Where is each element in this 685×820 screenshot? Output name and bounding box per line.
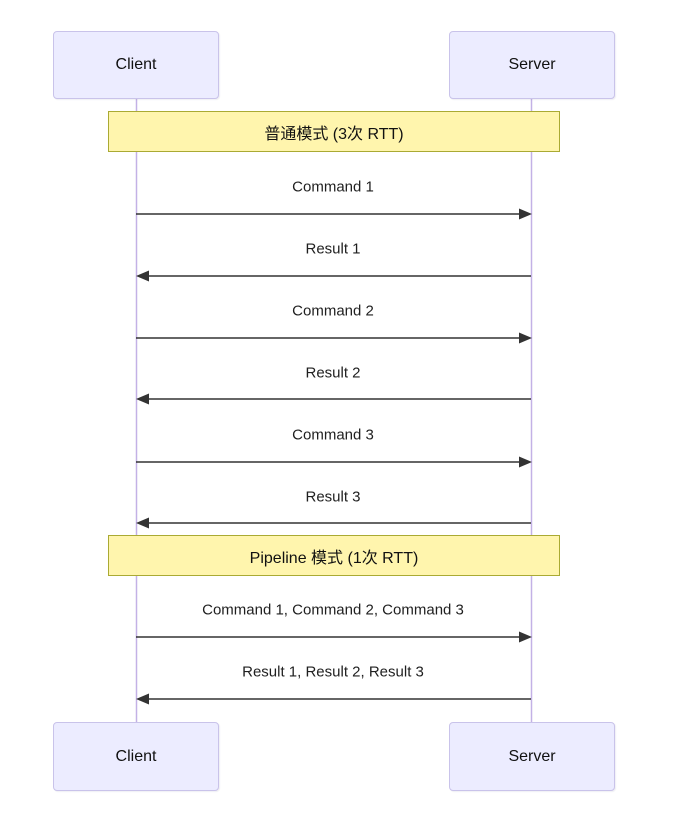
actor-label-client-top: Client <box>115 56 157 73</box>
actor-box-client-bottom: Client <box>53 722 219 791</box>
arrow-pipelined-results <box>136 693 531 705</box>
actor-box-server-bottom: Server <box>449 722 615 791</box>
note-pipeline-mode-label: Pipeline 模式 (1次 RTT) <box>249 549 419 567</box>
arrow-pipelined-commands <box>136 631 532 643</box>
message-label-command-2: Command 2 <box>292 302 374 320</box>
arrow-command-2 <box>136 332 532 344</box>
arrow-command-1 <box>136 208 532 220</box>
actor-box-client-top: Client <box>53 31 219 99</box>
message-label-command-1: Command 1 <box>292 178 374 196</box>
message-label-pipelined-commands: Command 1, Command 2, Command 3 <box>202 601 464 619</box>
message-label-result-3: Result 3 <box>305 488 361 506</box>
actor-label-server-bottom: Server <box>508 747 556 765</box>
note-normal-mode: 普通模式 (3次 RTT) <box>108 111 560 152</box>
actor-label-client-bottom: Client <box>115 747 157 765</box>
message-label-result-2: Result 2 <box>305 364 361 382</box>
arrow-result-3 <box>136 517 531 529</box>
message-label-command-3: Command 3 <box>292 426 374 444</box>
actor-box-server-top: Server <box>449 31 615 99</box>
actor-label-server-top: Server <box>508 56 556 73</box>
arrow-result-2 <box>136 393 531 405</box>
message-label-pipelined-results: Result 1, Result 2, Result 3 <box>242 663 424 681</box>
note-normal-mode-label: 普通模式 (3次 RTT) <box>264 125 404 143</box>
message-label-result-1: Result 1 <box>305 240 361 258</box>
note-pipeline-mode: Pipeline 模式 (1次 RTT) <box>108 535 560 576</box>
arrow-result-1 <box>136 270 531 282</box>
arrow-command-3 <box>136 456 532 468</box>
